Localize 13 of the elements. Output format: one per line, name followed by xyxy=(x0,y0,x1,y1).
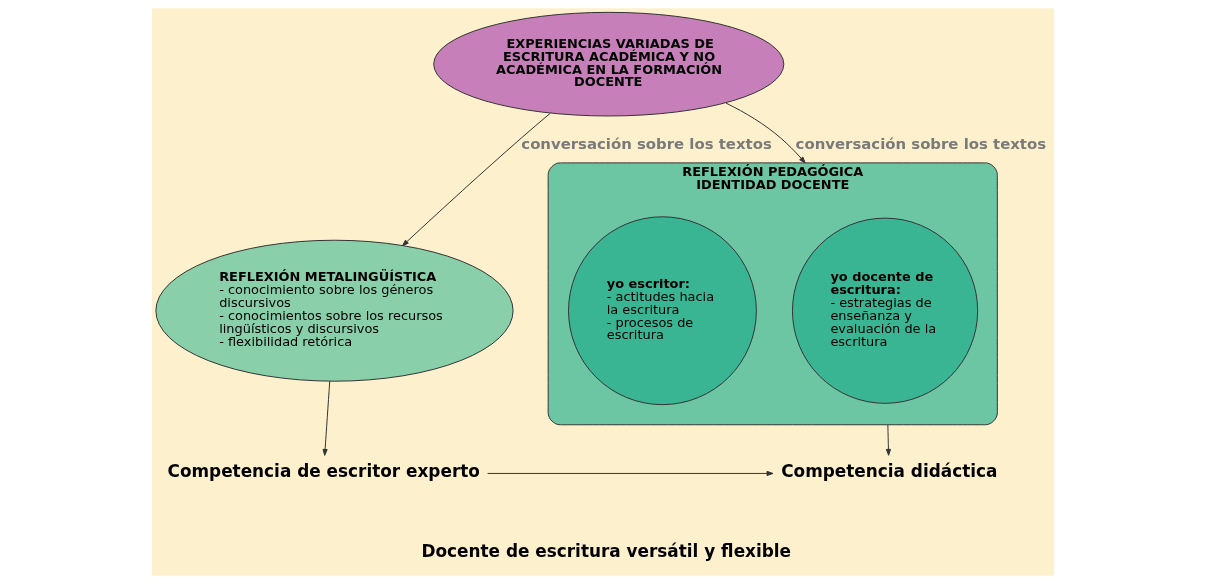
node-circle: yo docente de escritura: - estrategias de enseñanza y evaluación de la escritura xyxy=(791,217,979,404)
edge-label: conversación sobre los textos xyxy=(521,134,772,153)
arrow xyxy=(487,470,774,477)
node-text: Competencia didáctica xyxy=(781,460,998,481)
node-ellipse: EXPERIENCIAS VARIADAS DE ESCRITURA ACADÉMICA Y NO ACADÉMICA EN LA FORMACIÓN DOCENTE xyxy=(433,11,785,117)
edge-label: conversación sobre los textos xyxy=(795,134,1047,153)
node-text: Competencia de escritor experto xyxy=(167,460,480,481)
arrow xyxy=(322,380,331,456)
arrow xyxy=(402,112,551,247)
node-circle: yo escritor: - actitudes hacia la escritura - procesos de escritura xyxy=(568,216,757,406)
arrow xyxy=(725,102,806,164)
label: Docente de escritura versátil y flexible xyxy=(421,541,792,562)
arrow xyxy=(885,424,892,456)
